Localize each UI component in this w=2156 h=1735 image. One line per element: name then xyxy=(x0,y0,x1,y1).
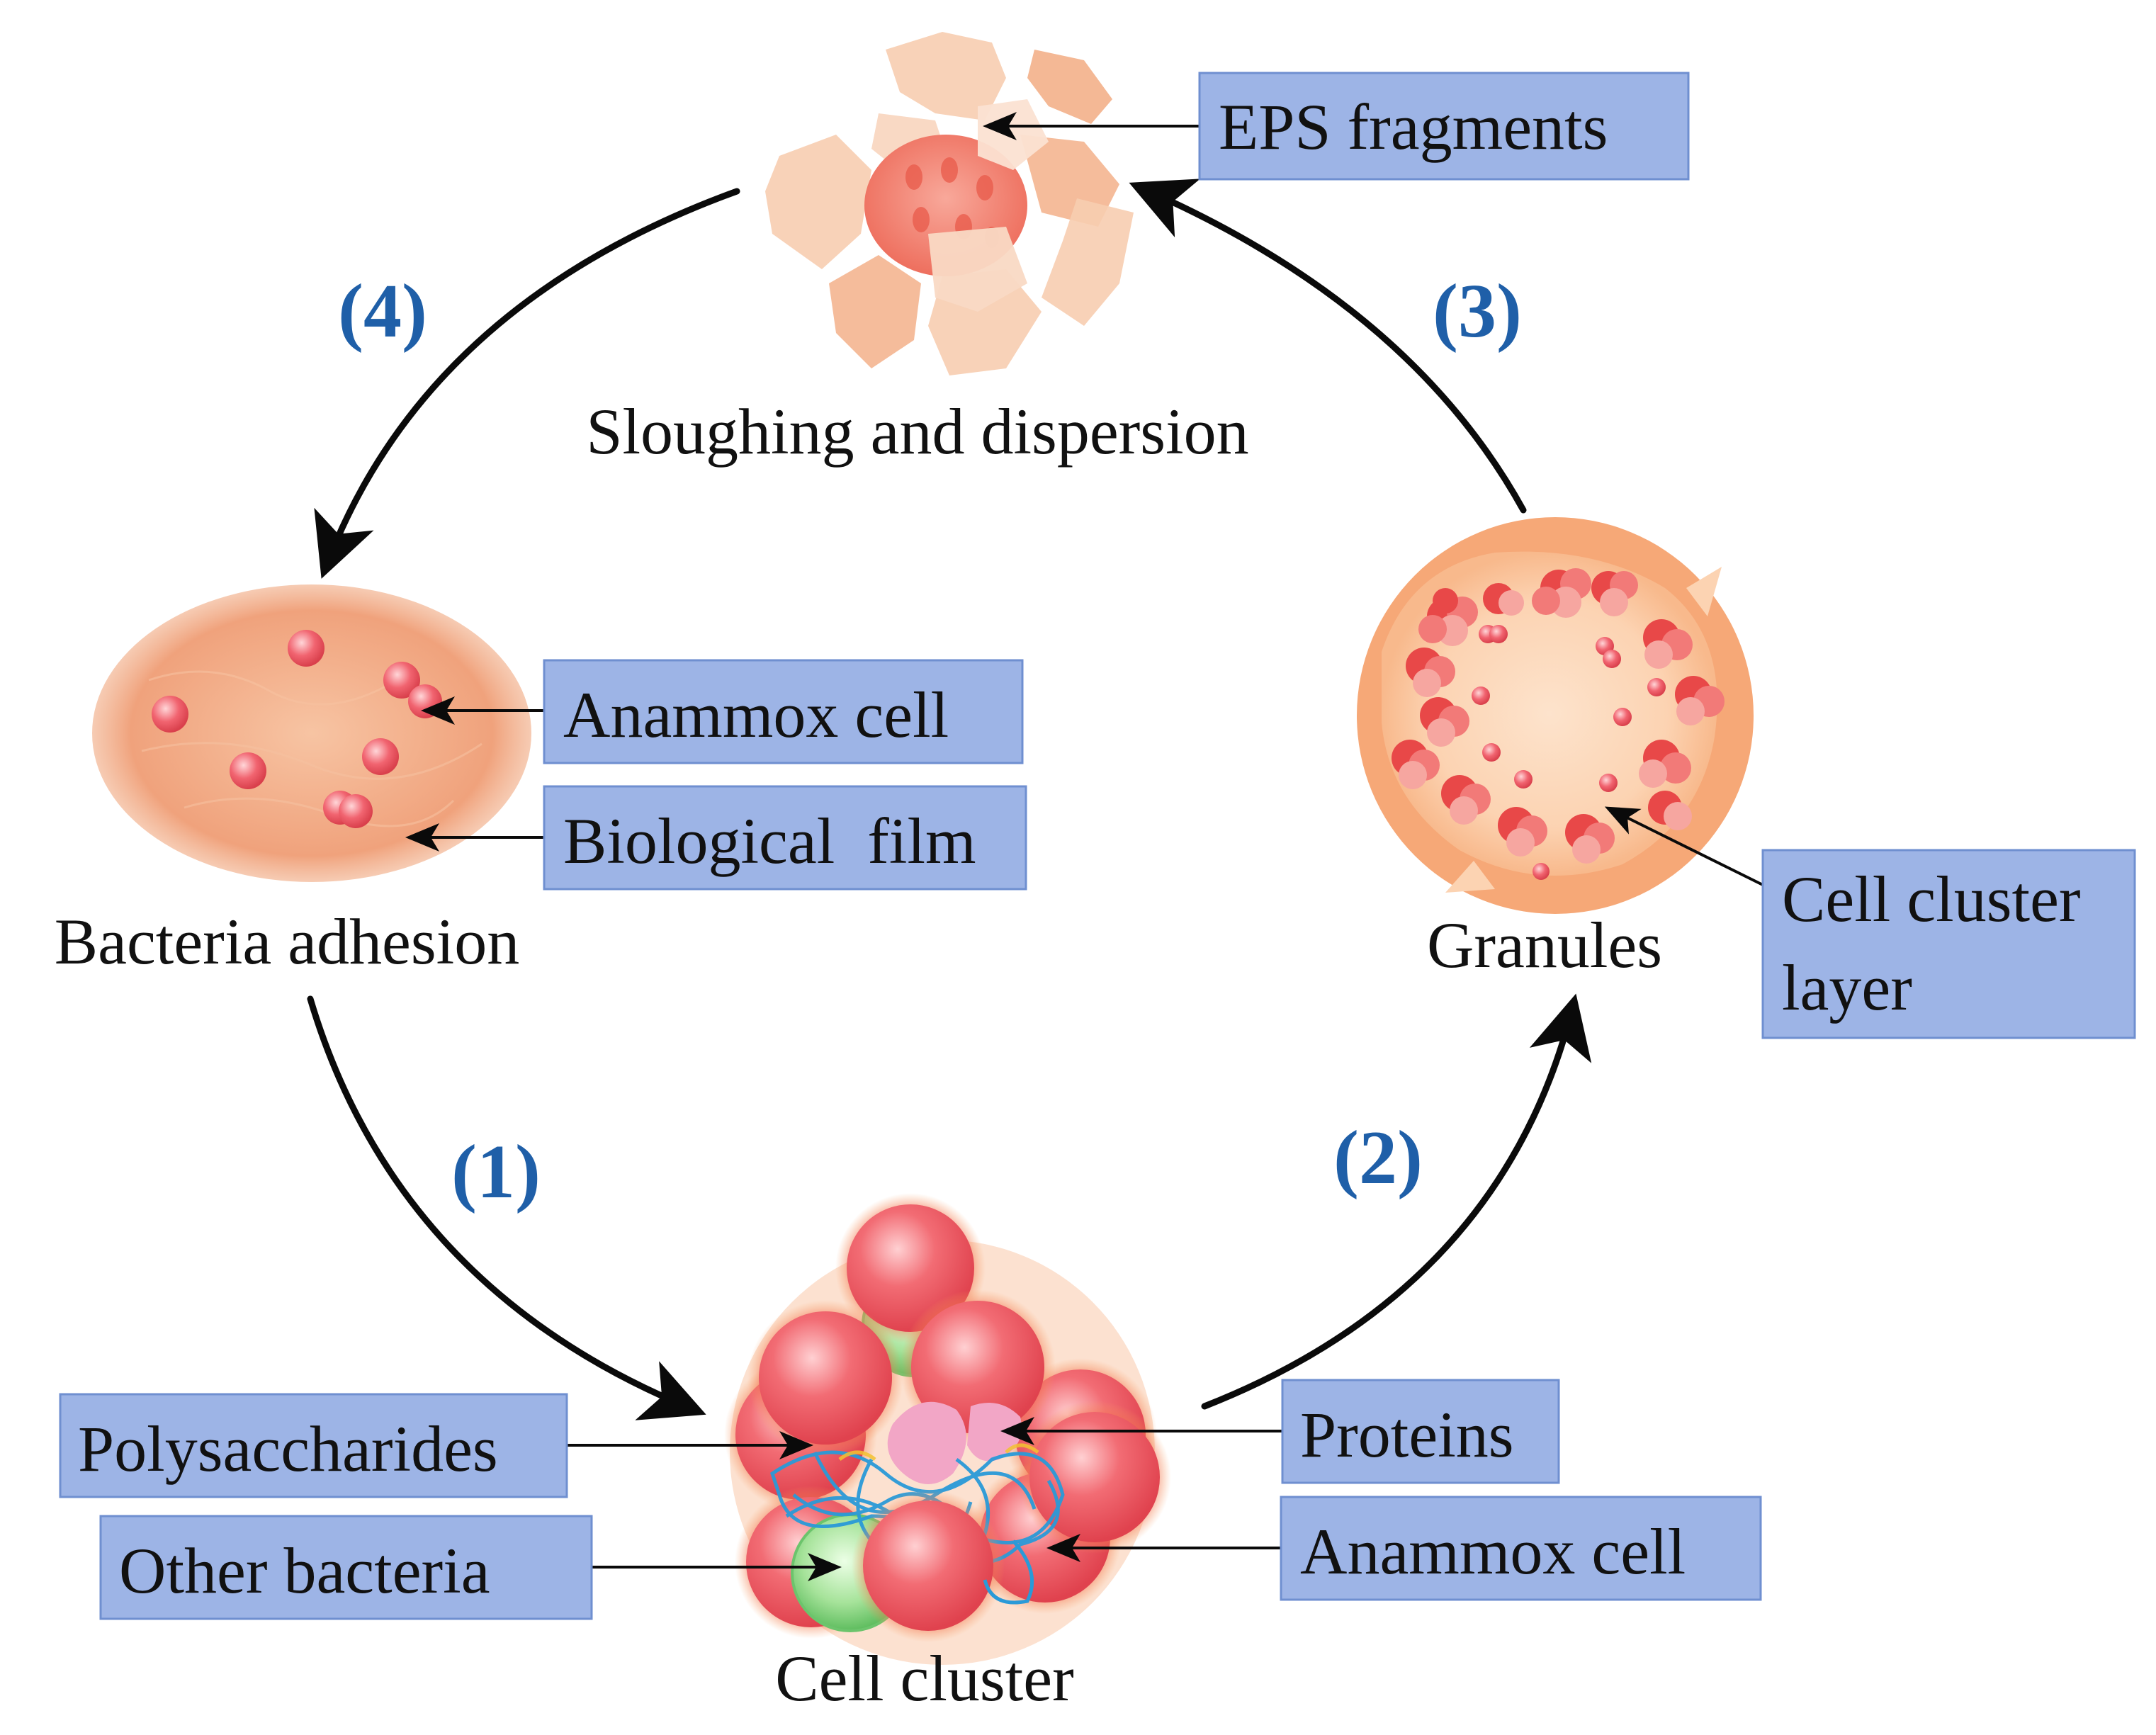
granule-free-cells xyxy=(1472,625,1666,880)
biofilm-label: Biological film xyxy=(563,805,976,877)
granule-cross-section-illustration xyxy=(1357,517,1754,914)
polysaccharides-label-box: Polysaccharides xyxy=(59,1393,568,1498)
proteins-label-box: Proteins xyxy=(1281,1379,1560,1484)
other-bacteria-label: Other bacteria xyxy=(119,1535,490,1607)
cell-cluster-caption: Cell cluster xyxy=(775,1642,1074,1714)
arrow-step-1 xyxy=(307,995,706,1420)
arrow-step-2 xyxy=(1201,993,1592,1410)
arrow-step-3 xyxy=(1129,179,1527,514)
granule-cell-clusters xyxy=(1392,568,1725,864)
step-label-2: (2) xyxy=(1333,1116,1423,1200)
cycle-arrows xyxy=(307,179,1592,1420)
step-label-1: (1) xyxy=(451,1130,541,1214)
cluster-anammox-label-box: Anammox cell xyxy=(1280,1496,1762,1601)
polysaccharide-yellow-strands xyxy=(838,1443,1039,1462)
granules-caption: Granules xyxy=(1427,909,1662,981)
adhesion-anammox-label: Anammox cell xyxy=(563,679,949,751)
polysaccharides-label: Polysaccharides xyxy=(78,1413,498,1485)
cell-cluster-layer-label-box: Cell cluster layer xyxy=(1761,849,2136,1039)
eps-fragments-label-box: EPS fragments xyxy=(1198,72,1690,181)
biofilm-illustration xyxy=(92,584,531,882)
cell-cluster-layer-pointer xyxy=(1604,806,1765,887)
other-bacteria-label-box: Other bacteria xyxy=(99,1515,593,1620)
adhesion-anammox-label-box: Anammox cell xyxy=(543,659,1024,764)
biofilm-label-box: Biological film xyxy=(543,785,1027,891)
proteins-label: Proteins xyxy=(1300,1398,1514,1471)
eps-fragments-label: EPS fragments xyxy=(1219,91,1608,163)
cluster-anammox-label: Anammox cell xyxy=(1300,1515,1686,1588)
arrow-step-4 xyxy=(314,188,740,579)
adhesion-caption: Bacteria adhesion xyxy=(55,905,520,978)
cell-cluster-layer-label-line2: layer xyxy=(1782,951,1912,1024)
cell-cluster-layer-label-line1: Cell cluster xyxy=(1782,863,2081,935)
step-label-4: (4) xyxy=(338,269,427,354)
cell-cluster-illustration xyxy=(724,1193,1171,1665)
step-label-3: (3) xyxy=(1433,269,1522,354)
sloughing-caption: Sloughing and dispersion xyxy=(586,395,1248,468)
eps-fragments-illustration xyxy=(765,32,1134,375)
